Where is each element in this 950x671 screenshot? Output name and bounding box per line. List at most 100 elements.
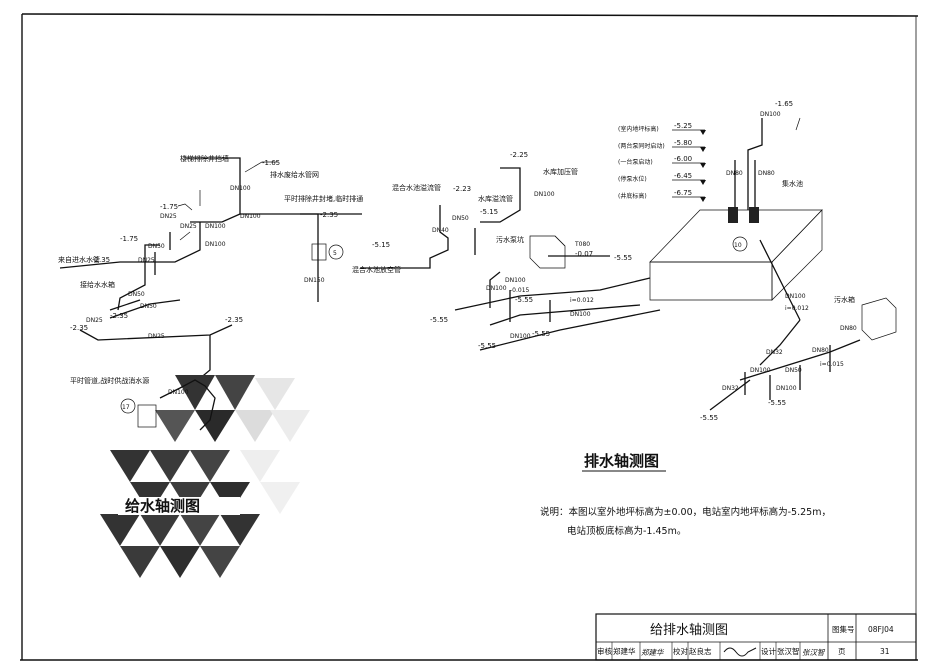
label-sump-pit: 集水池: [782, 179, 803, 188]
supply-isometric: 5 给水轴测图 17 楼梯排除井挡墙 -1.65 排水废给水管网 DN100: [58, 154, 363, 578]
label-lv-m555a: -5.55: [614, 254, 632, 262]
label-dn32-b: DN32: [766, 349, 783, 356]
hatch-triangle: [140, 514, 180, 546]
design-label: 设计: [761, 646, 776, 656]
label-dn80-a: DN80: [726, 170, 743, 177]
label-dn50-c: DN50: [140, 303, 157, 310]
design-signature: 张汉智: [802, 648, 826, 657]
page-label: 页: [838, 647, 846, 656]
elev-value-4: -6.75: [674, 189, 692, 197]
label-lv-m175b: -1.75: [120, 235, 138, 243]
label-dn100-c: DN100: [240, 213, 261, 220]
supply-caption-bg: [118, 497, 240, 515]
hatch-triangle: [195, 410, 235, 442]
hatch-triangle: [160, 546, 200, 578]
title-block-title: 给排水轴测图: [650, 623, 728, 638]
circle-10: [732, 236, 748, 252]
label-dn100-d: DN100: [205, 241, 226, 248]
label-lv-m235d: -2.35: [70, 324, 88, 332]
label-dn150: DN150: [304, 277, 325, 284]
label-i0015: i=0.015: [820, 361, 844, 368]
hatch-triangle: [175, 375, 215, 410]
hatch-triangle: [190, 450, 230, 482]
label-dn100-g: DN100: [505, 277, 526, 284]
label-pump-pipe: 水库加压管: [543, 167, 578, 176]
check-name: 赵良志: [689, 646, 712, 656]
label-tank-supply: 接给水水箱: [80, 280, 115, 289]
label-dn100-n: DN100: [776, 385, 797, 392]
hatch-triangle: [255, 378, 295, 410]
label-supply-inlet: 来自进水水管: [58, 255, 100, 264]
label-dn50-d: DN50: [452, 215, 469, 222]
label-dn25-d: DN25: [86, 317, 103, 324]
elev-label-0: (室内地坪标高): [618, 125, 659, 133]
label-lv-m007: -0.07: [575, 250, 593, 258]
label-dn100-f: DN100: [534, 191, 555, 198]
label-dn100-i: DN100: [570, 311, 591, 318]
label-dn100-e: DN100: [168, 389, 189, 396]
elev-label-4: (井底标高): [618, 192, 647, 200]
hatch-triangle: [100, 514, 140, 546]
label-peace-note: 平时管道,战时供战消水源: [70, 376, 149, 385]
label-dn100-h: DN100: [486, 285, 507, 292]
hatch-triangle: [180, 514, 220, 546]
label-tank-vent: 水库溢流管: [478, 194, 513, 203]
atlas-no-label: 图集号: [832, 624, 855, 634]
label-dn80-d: DN80: [812, 347, 829, 354]
hatch-triangle: [120, 546, 160, 578]
sump-block-front: [649, 261, 773, 301]
label-dn80-b: DN80: [758, 170, 775, 177]
elev-label-1: (两台泵同时启动): [618, 142, 665, 150]
label-lv-m223: -2.23: [453, 185, 471, 193]
circle-17: [120, 398, 136, 414]
hatch-triangle: [155, 410, 195, 442]
drain-caption: 排水轴测图: [584, 452, 659, 470]
label-i0012: i=0.012: [570, 297, 594, 304]
circle-5: [328, 244, 344, 260]
label-i0012b: i=0.012: [785, 305, 809, 312]
label-dn100-k: DN100: [760, 111, 781, 118]
supply-caption: 给水轴测图: [125, 497, 200, 515]
elevation-ladder: (室内地坪标高) (两台泵同时启动) (一台泵启动) (停泵水位) (井底标高)…: [618, 122, 706, 202]
label-dn100-b: DN100: [205, 223, 226, 230]
drain-tank-box: [861, 297, 897, 341]
label-dn25-c: DN25: [138, 257, 155, 264]
hatch-triangle: [260, 482, 300, 514]
label-lv-m555g: -5.55: [768, 399, 786, 407]
design-name: 张汉智: [777, 646, 800, 656]
label-dn80-c: DN80: [840, 325, 857, 332]
label-dn100-m: DN100: [750, 367, 771, 374]
label-lv-m555f: -5.55: [700, 414, 718, 422]
drain-isometric-middle: 混合水池溢流管 -2.23 -2.25 -5.15 水库溢流管 水库加压管 DN…: [352, 151, 661, 351]
label-lv-m165: -1.65: [262, 159, 280, 167]
check-signature: [723, 647, 757, 657]
label-dn100-a: DN100: [230, 185, 251, 192]
circle-5-text: 5: [333, 250, 337, 257]
elev-value-3: -6.45: [674, 172, 692, 180]
elev-label-2: (一台泵启动): [618, 158, 653, 166]
review-name: 郑建华: [613, 646, 636, 656]
hatch-triangle: [270, 410, 310, 442]
circle-17-text: 17: [122, 404, 130, 411]
label-dn100-l: DN100: [785, 293, 806, 300]
check-label: 校对: [673, 646, 688, 656]
meter-box: [311, 243, 327, 261]
label-lv-m235c: -2.35: [110, 312, 128, 320]
label-lv-m555d: -5.55: [478, 342, 496, 350]
label-dn50-b: DN50: [128, 291, 145, 298]
label-dn25-e: DN25: [148, 333, 165, 340]
hatch-triangle: [200, 546, 240, 578]
label-dn25-a: DN25: [160, 213, 177, 220]
label-mix-drain: 混合水池放空管: [352, 265, 401, 274]
pump-a: [728, 207, 738, 223]
label-lv-m015: -0.015: [510, 287, 530, 294]
drain-isometric-right: 10 DN100 -1.65 DN80 DN80 集水池 DN100 i=0.0…: [618, 100, 897, 422]
label-lv-m235a: -2.35: [320, 211, 338, 219]
label-dn50-a: DN50: [148, 243, 165, 250]
label-drain-tank: 污水箱: [834, 295, 855, 304]
hatch-triangle: [110, 450, 150, 482]
label-mix-vent: 混合水池溢流管: [392, 183, 441, 192]
label-lv-m225: -2.25: [510, 151, 528, 159]
elev-value-1: -5.80: [674, 139, 692, 147]
